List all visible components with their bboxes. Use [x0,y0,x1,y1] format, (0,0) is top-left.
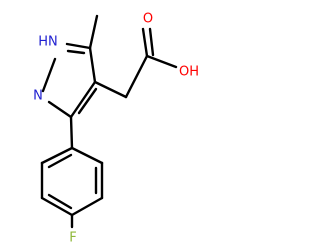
atom-n: N [33,89,43,104]
molecule-structure: HN N O OH F [33,12,199,246]
bond-c4-c5 [88,46,97,84]
bond-aryl-double-2 [47,193,73,210]
bond-layer [40,14,178,229]
bond-c5-n1 [65,42,92,50]
bond-aryl-3 [70,196,104,217]
bond-c3-c4 [69,80,97,119]
bond-c5-n1-double [66,49,86,55]
bond-aryl-4 [40,196,74,217]
bond-c5-methyl [88,14,99,50]
atom-label-layer: HN N O OH F [33,12,199,246]
bond-c3-aryl [69,115,74,150]
bond-c4-ch2 [93,80,128,99]
molecule-canvas: HN N O OH F [33,11,200,246]
atom-f: F [69,231,76,246]
bond-c-oh [145,54,178,69]
atom-oh: OH [179,65,199,80]
bond-c3-c4-double [77,87,98,115]
bond-n2-c3 [47,100,73,119]
atom-o-carbonyl: O [143,12,153,27]
bond-aryl-6 [40,146,74,165]
bond-aryl-1 [70,146,104,165]
bond-n1-n2 [41,57,57,93]
bond-c-o-carbonyl-b [148,27,155,57]
bond-ch2-cooh [124,54,149,99]
bond-c-o-carbonyl-a [141,27,149,58]
atom-nh: HN [38,35,58,50]
bond-aryl-double-3 [47,153,73,169]
